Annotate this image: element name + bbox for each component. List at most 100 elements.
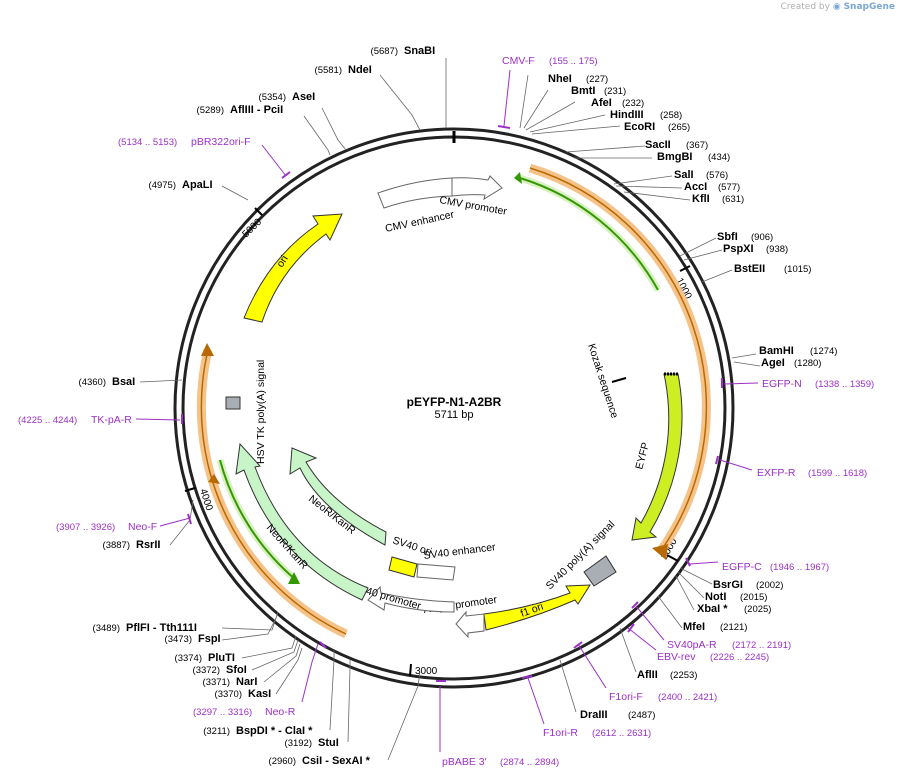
enzyme-pos-ndei: (5581) <box>315 65 342 76</box>
enzyme-pflfi-tth111i: PflFI - Tth111I <box>126 622 197 634</box>
enzyme-pos-rsrii: (3887) <box>103 540 130 551</box>
sv40-ori-label: SV40 ori <box>391 534 433 558</box>
plasmid-length: 5711 bp <box>435 409 474 421</box>
primer-pos-f1ori-f: (2400 .. 2421) <box>658 692 717 703</box>
enzyme-pos-bspdi: (3211) <box>203 726 230 737</box>
f1-ori-arrow <box>483 584 591 631</box>
orf-band-right <box>528 163 711 555</box>
enzyme-leaders <box>139 58 761 761</box>
tick-3000: 3000 <box>415 666 438 677</box>
enzyme-pos-pluti: (3374) <box>175 653 202 664</box>
cmv-promoter-arrow <box>451 175 503 201</box>
enzyme-pos-csii: (2960) <box>269 756 296 767</box>
primer-pos-f1ori-r: (2612 .. 2631) <box>592 728 651 739</box>
enzyme-stui: StuI <box>318 737 339 749</box>
enzyme-afei: AfeI <box>591 97 612 109</box>
enzyme-pos-hindiii: (258) <box>660 110 682 121</box>
sv40-ori-block <box>388 556 418 578</box>
primer-exfp-r: EXFP-R <box>757 467 796 479</box>
enzyme-pos-afei: (232) <box>622 98 644 109</box>
enzyme-draiii: DraIII <box>580 709 608 721</box>
eyfp-label: EYFP <box>633 441 652 471</box>
ampr-promoter-arrow <box>455 610 485 639</box>
enzyme-fspi: FspI <box>198 633 221 645</box>
enzyme-xbai: XbaI * <box>697 603 728 615</box>
hsv-tk-polya-label: HSV TK poly(A) signal <box>255 360 267 464</box>
primer-pos-cmv-f: (155 .. 175) <box>549 56 598 67</box>
sv40-polya-block <box>583 555 617 587</box>
enzyme-pos-pflfi: (3489) <box>93 623 120 634</box>
primer-f1ori-r: F1ori-R <box>543 727 578 739</box>
enzyme-apali: ApaLI <box>182 179 213 191</box>
enzyme-nhei: NheI <box>548 73 572 85</box>
neor-kanr-arrow-inner <box>289 447 387 546</box>
kozak-marker <box>611 377 627 383</box>
primer-cmv-f: CMV-F <box>502 55 535 67</box>
primer-ebv-rev: EBV-rev <box>657 651 696 663</box>
enzyme-sbfi: SbfI <box>717 231 738 243</box>
features: CMV enhancer CMV promoter Kozak sequence… <box>196 163 711 639</box>
enzyme-bmgbi: BmgBI <box>657 151 692 163</box>
enzyme-pspxi: PspXI <box>723 243 754 255</box>
primer-f1ori-f: F1ori-F <box>609 691 643 703</box>
enzyme-pos-nari: (3371) <box>203 677 230 688</box>
watermark-brand: SnapGene <box>843 2 895 12</box>
enzyme-mfei: MfeI <box>683 621 705 633</box>
ori-label: ori <box>274 253 290 269</box>
enzyme-pos-asei: (5354) <box>259 92 286 103</box>
enzyme-pos-acci: (577) <box>718 182 740 193</box>
eyfp-arrow <box>631 373 683 541</box>
primer-tk-pa-r: TK-pA-R <box>91 414 132 426</box>
enzyme-pos-fspi: (3473) <box>165 634 192 645</box>
enzyme-ecori: EcoRI <box>624 121 655 133</box>
enzyme-pos-sali: (576) <box>706 170 728 181</box>
ori-arrow <box>243 213 343 323</box>
enzyme-kasi: KasI <box>248 688 271 700</box>
primer-labels: CMV-F (155 .. 175) (5134 .. 5153) pBR322… <box>18 55 874 768</box>
enzyme-pos-bamhi: (1274) <box>810 346 837 357</box>
enzyme-pos-ecori: (265) <box>668 122 690 133</box>
enzyme-pos-afliii: (5289) <box>197 105 224 116</box>
enzyme-bsai: BsaI <box>112 376 135 388</box>
primer-pos-neo-r: (3297 .. 3316) <box>193 707 252 718</box>
enzyme-asei: AseI <box>292 91 315 103</box>
snapgene-logo-icon: ◉ <box>832 2 841 12</box>
enzyme-rsrii: RsrII <box>136 539 160 551</box>
primer-pbabe-3: pBABE 3' <box>442 756 487 768</box>
primer-egfp-n: EGFP-N <box>762 378 802 390</box>
primer-pos-pbabe-3: (2874 .. 2894) <box>500 757 559 768</box>
enzyme-sali: SalI <box>674 169 694 181</box>
primer-sv40pa-r: SV40pA-R <box>667 639 717 651</box>
enzyme-ndei: NdeI <box>348 64 372 76</box>
enzyme-sfoi: SfoI <box>226 664 247 676</box>
enzyme-pos-snabi: (5687) <box>371 46 398 57</box>
primer-pos-neo-f: (3907 .. 3926) <box>56 522 115 533</box>
enzyme-bsteii: BstEII <box>734 263 765 275</box>
snapgene-watermark: Created by ◉ SnapGene <box>780 2 895 12</box>
primer-pos-tk-pa-r: (4225 .. 4244) <box>18 415 77 426</box>
enzyme-kfli: KflI <box>692 193 710 205</box>
enzyme-agei: AgeI <box>761 357 785 369</box>
primer-pbr322ori-f: pBR322ori-F <box>191 136 251 148</box>
plasmid-name: pEYFP-N1-A2BR <box>407 395 502 409</box>
sv40-promoter-arrow <box>367 585 455 613</box>
orf-arrow-head-left <box>201 343 214 356</box>
enzyme-pos-kfli: (631) <box>722 194 744 205</box>
enzyme-pos-pspxi: (938) <box>766 244 788 255</box>
enzyme-pos-noti: (2015) <box>740 592 767 603</box>
enzyme-pos-bsteii: (1015) <box>784 264 811 275</box>
enzyme-pos-xbai: (2025) <box>744 604 771 615</box>
cmv-enhancer-label: CMV enhancer <box>384 209 455 235</box>
neor-kanr-arrow-outer <box>235 442 369 601</box>
primer-pos-exfp-r: (1599 .. 1618) <box>808 468 867 479</box>
primer-neo-f: Neo-F <box>128 521 157 533</box>
enzyme-aflii: AflII <box>637 669 658 681</box>
enzyme-pos-draiii: (2487) <box>628 710 655 721</box>
enzyme-pos-bsrgi: (2002) <box>756 580 783 591</box>
primer-pos-egfp-c: (1946 .. 1967) <box>770 562 829 573</box>
enzyme-pos-nhei: (227) <box>586 74 608 85</box>
primer-leaders <box>135 69 759 752</box>
enzyme-noti: NotI <box>705 591 726 603</box>
enzyme-pos-agei: (1280) <box>794 358 821 369</box>
